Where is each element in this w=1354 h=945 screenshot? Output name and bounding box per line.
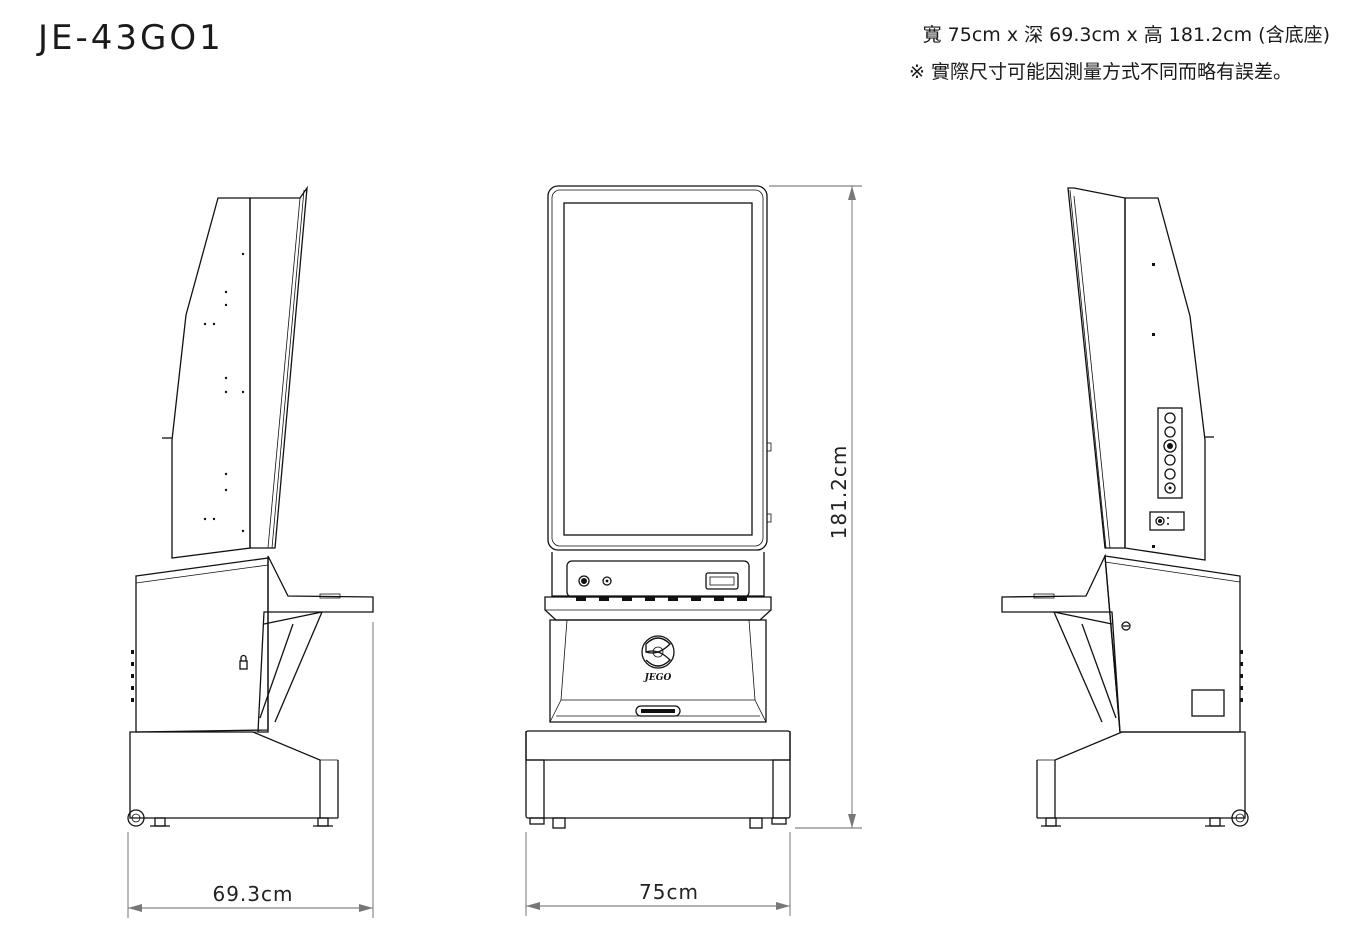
depth-dimension: 69.3cm — [127, 622, 374, 918]
measurement-note: ※ 實際尺寸可能因測量方式不同而略有誤差。 — [909, 61, 1292, 83]
front-view: JEGO — [525, 185, 791, 829]
height-dimension: 181.2cm — [769, 185, 862, 829]
width-label: 75cm — [639, 880, 699, 904]
depth-label: 69.3cm — [212, 882, 293, 906]
jego-logo-text: JEGO — [643, 673, 672, 683]
model-title: JE-43GO1 — [38, 18, 224, 58]
jego-logo-icon: JEGO — [641, 635, 675, 683]
left-side-view — [127, 185, 374, 827]
lock-icon — [239, 654, 248, 670]
dimensions-spec: 寬 75cm x 深 69.3cm x 高 181.2cm (含底座) — [922, 24, 1330, 46]
height-label: 181.2cm — [827, 445, 851, 540]
right-side-view — [1001, 187, 1249, 827]
width-dimension: 75cm — [525, 832, 791, 916]
